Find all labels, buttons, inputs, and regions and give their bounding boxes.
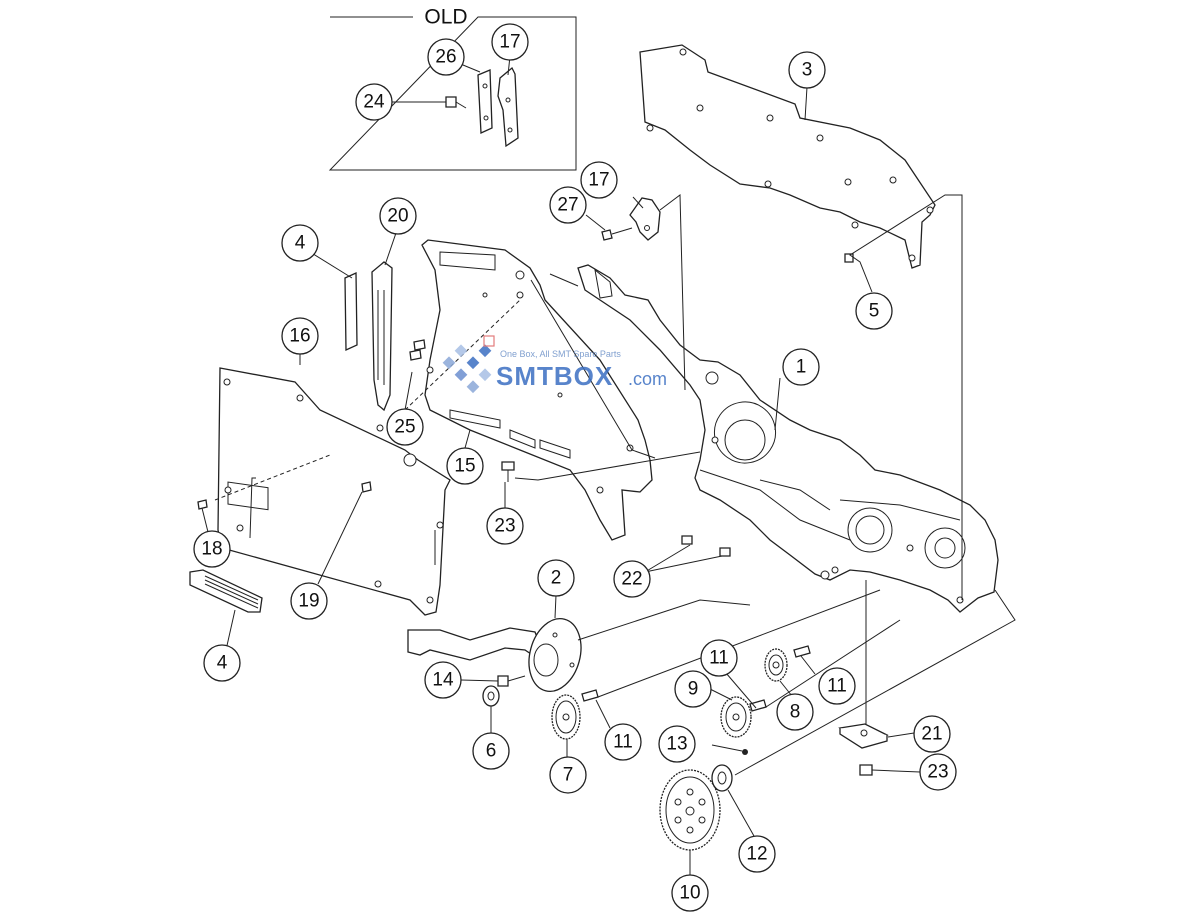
part-21-block [838, 723, 889, 749]
callout-11-a: 11 [604, 723, 642, 761]
part-3-cover-plate [639, 44, 936, 269]
callout-5: 5 [855, 292, 893, 330]
callout-1: 1 [782, 348, 820, 386]
svg-text:17: 17 [499, 32, 520, 53]
callout-25: 25 [386, 408, 424, 446]
part-14-screw [497, 675, 526, 687]
svg-text:3: 3 [802, 60, 813, 81]
callout-7: 7 [549, 756, 587, 794]
svg-text:19: 19 [298, 591, 319, 612]
svg-text:23: 23 [494, 516, 515, 537]
watermark-tagline: One Box, All SMT Spare Parts [500, 349, 621, 359]
watermark-brand: SMTBOX [496, 361, 613, 391]
part-15-arm-frame [421, 239, 653, 541]
svg-text:22: 22 [621, 569, 642, 590]
callout-11-c: 11 [818, 667, 856, 705]
svg-text:8: 8 [790, 702, 801, 723]
part-20-latch [371, 261, 393, 412]
callout-3: 3 [788, 51, 826, 89]
svg-text:17: 17 [588, 170, 609, 191]
svg-text:20: 20 [387, 206, 408, 227]
callout-23-mid: 23 [486, 507, 524, 545]
svg-text:11: 11 [709, 648, 729, 669]
callout-27: 27 [549, 186, 587, 224]
callout-17-old: 17 [491, 23, 529, 61]
svg-text:25: 25 [394, 417, 415, 438]
svg-text:21: 21 [921, 724, 942, 745]
smtbox-watermark: One Box, All SMT Spare Parts SMTBOX .com [442, 335, 667, 394]
part-10-large-gear [659, 769, 721, 851]
svg-text:15: 15 [454, 456, 475, 477]
svg-text:18: 18 [201, 539, 222, 560]
watermark-suffix: .com [628, 369, 667, 389]
smtbox-logo-icon [442, 335, 495, 394]
svg-text:26: 26 [435, 47, 456, 68]
svg-text:7: 7 [563, 765, 574, 786]
screws [197, 253, 854, 557]
part-9-gear [720, 696, 752, 738]
svg-text:11: 11 [827, 676, 847, 697]
callouts: 26 17 24 3 17 27 5 20 4 16 25 15 23 1 18… [193, 23, 957, 912]
old-parts-inset: OLD [328, 6, 577, 171]
svg-text:27: 27 [557, 195, 578, 216]
svg-text:23: 23 [927, 762, 948, 783]
old-box-title: OLD [424, 6, 467, 29]
callout-8: 8 [776, 693, 814, 731]
callout-17: 17 [580, 161, 618, 199]
callout-23-bottom: 23 [919, 753, 957, 791]
svg-text:10: 10 [679, 883, 700, 904]
svg-text:1: 1 [796, 357, 807, 378]
part-12-washer [711, 764, 733, 792]
callout-4-bottom: 4 [203, 644, 241, 682]
part-8-gear [764, 648, 788, 682]
part-6-washer [482, 685, 500, 707]
callout-2: 2 [537, 559, 575, 597]
svg-text:14: 14 [432, 670, 454, 691]
part-17-bracket [601, 197, 661, 241]
callout-24: 24 [355, 83, 393, 121]
part-1-main-frame [577, 264, 999, 613]
svg-text:24: 24 [363, 92, 385, 113]
part-4-spring-strip [189, 569, 263, 613]
part-7-gear [551, 694, 581, 740]
callout-18: 18 [193, 530, 231, 568]
svg-text:6: 6 [486, 741, 497, 762]
part-16-side-cover [217, 367, 451, 616]
svg-text:13: 13 [666, 734, 687, 755]
callout-4-top: 4 [281, 224, 319, 262]
svg-text:16: 16 [289, 326, 310, 347]
callout-20: 20 [379, 197, 417, 235]
callout-22: 22 [613, 560, 651, 598]
part-23-screw-bottom [859, 764, 873, 776]
svg-text:5: 5 [869, 301, 880, 322]
part-13-ball [742, 749, 748, 755]
callout-12: 12 [738, 835, 776, 873]
callout-16: 16 [281, 317, 319, 355]
callout-10: 10 [671, 874, 709, 912]
callout-15: 15 [446, 447, 484, 485]
svg-text:9: 9 [688, 679, 699, 700]
part-4-label-strip [344, 271, 358, 352]
callout-6: 6 [472, 732, 510, 770]
callout-13: 13 [658, 725, 696, 763]
callout-14: 14 [424, 661, 462, 699]
callout-19: 19 [290, 582, 328, 620]
svg-text:4: 4 [295, 233, 306, 254]
callout-11-b: 11 [700, 639, 738, 677]
svg-text:2: 2 [551, 568, 562, 589]
part-2-motor-assembly [407, 618, 582, 692]
callout-21: 21 [913, 715, 951, 753]
callout-9: 9 [674, 670, 712, 708]
svg-text:4: 4 [217, 653, 228, 674]
svg-text:11: 11 [613, 732, 633, 753]
svg-text:12: 12 [746, 844, 767, 865]
callout-26: 26 [427, 38, 465, 76]
